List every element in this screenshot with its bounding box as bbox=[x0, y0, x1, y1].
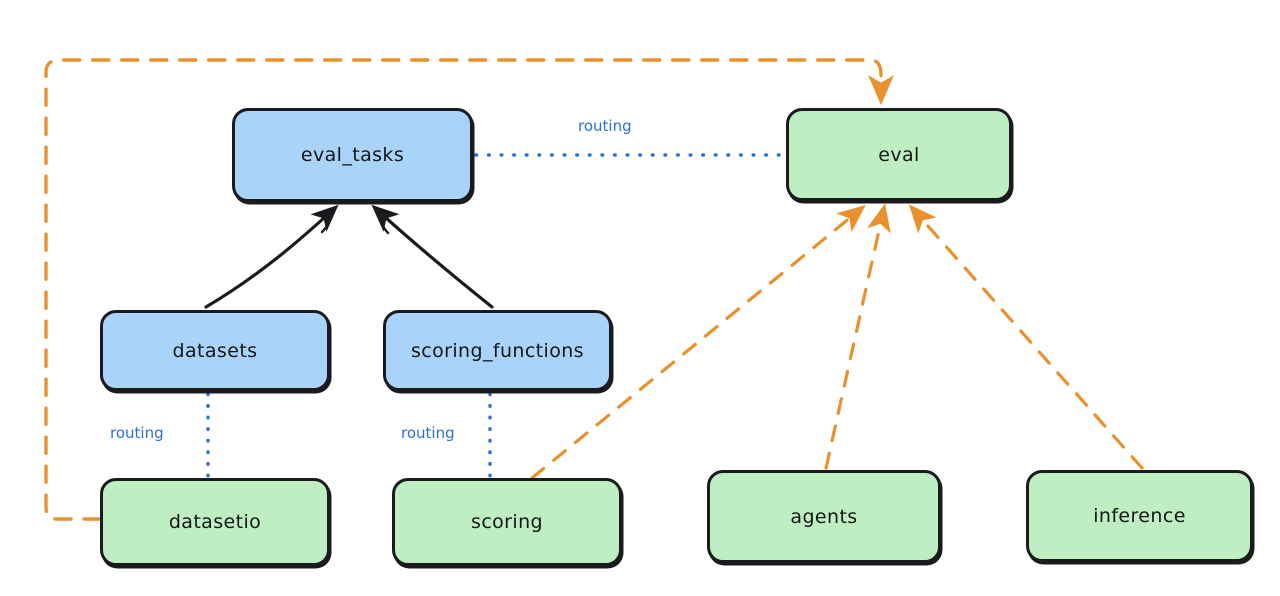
edge-datasetio-to-eval bbox=[44, 58, 894, 521]
edge-label-routing-scoring: routing bbox=[401, 424, 455, 442]
node-datasetio[interactable]: datasetio bbox=[100, 478, 330, 566]
edge-datasets-to-eval-tasks bbox=[204, 204, 339, 309]
node-scoring-functions[interactable]: scoring_functions bbox=[383, 310, 612, 391]
node-label-eval-tasks: eval_tasks bbox=[300, 144, 405, 166]
node-label-scoring-functions: scoring_functions bbox=[411, 339, 584, 362]
node-datasets[interactable]: datasets bbox=[100, 310, 330, 391]
node-label-datasetio: datasetio bbox=[168, 511, 262, 533]
edge-label-routing-datasetio: routing bbox=[110, 424, 164, 442]
edge-label-routing-eval: routing bbox=[578, 117, 632, 135]
edge-agents-to-eval bbox=[824, 203, 891, 470]
node-label-scoring: scoring bbox=[471, 511, 543, 533]
node-label-agents: agents bbox=[790, 505, 858, 528]
node-scoring[interactable]: scoring bbox=[392, 478, 622, 566]
node-eval-tasks[interactable]: eval_tasks bbox=[232, 108, 473, 202]
node-label-eval: eval bbox=[878, 143, 920, 166]
node-label-inference: inference bbox=[1093, 505, 1186, 527]
edge-inference-to-eval bbox=[908, 204, 1144, 470]
node-eval[interactable]: eval bbox=[786, 108, 1012, 201]
node-label-datasets: datasets bbox=[172, 339, 258, 362]
node-inference[interactable]: inference bbox=[1026, 470, 1253, 562]
edge-scoring-functions-to-eval-tasks bbox=[371, 204, 494, 309]
edge-scoring-to-eval bbox=[530, 204, 866, 480]
node-agents[interactable]: agents bbox=[707, 470, 941, 563]
